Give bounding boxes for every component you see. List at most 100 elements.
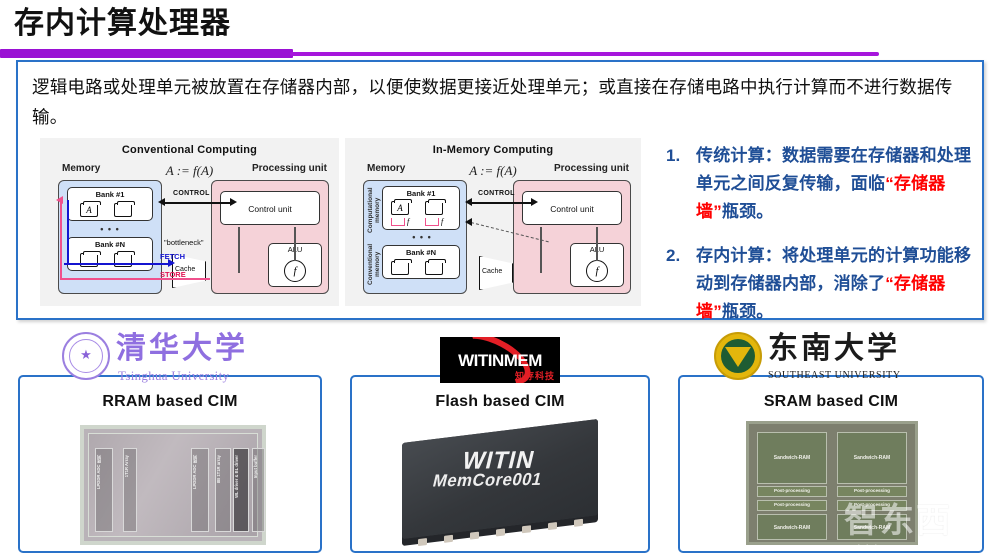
bottleneck-label: "bottleneck" [164,238,204,247]
pu-arrow-right [294,227,296,261]
die-block-label: LPDDR ADC 阵列 [192,455,197,490]
bank-n-label: Bank #N [94,240,125,249]
imc-dashed-arrow [465,218,472,226]
bank-1: Bank #1 A f f [382,186,460,230]
bullet-text-pre: 传统计算：数据需要在存储器和处理单元之间反复传输，面临 [696,146,972,193]
panel-flash-based-cim: Flash based CIM WITIN MemCore001 [350,375,650,553]
memory-cell-a: A [391,199,412,215]
fn-symbol-2: f [441,217,444,226]
die-block: Sandwich-RAM [837,514,907,540]
bank-ellipsis: • • • [100,224,120,234]
logo-name-en: Tsinghua University [118,368,230,383]
fn-link-2 [425,218,439,226]
control-bus-label: CONTROL [173,190,210,197]
die-block: Sandwich-RAM [757,514,827,540]
panel-title: SRAM based CIM [763,393,899,410]
pu-arrow-right [596,227,598,261]
panel-title: RRAM based CIM [102,393,238,410]
alu-function-symbol: f [284,260,306,282]
rram-die-photo: LPDDR ADC 阵列 1T1R Array LPDDR ADC 阵列 8B … [80,425,266,545]
store-return-path [60,200,62,280]
die-block-label: Sandwich-RAM [853,455,891,461]
memory-cell [391,259,412,275]
control-bus-arrow-right [230,198,237,206]
seu-seal-icon [714,332,762,380]
chip-top-face: WITIN MemCore001 [402,418,598,540]
memory-cell [114,201,135,217]
star-icon: ★ [80,347,92,363]
die-block-label: 8B 1T1R array [216,455,221,484]
control-unit-box: Control unit [522,191,622,225]
die-block: LPDDR ADC 阵列 [191,448,209,532]
formula-label: A := f(A) [469,163,517,178]
processing-unit-block: Control unit ALU f [211,180,329,294]
content-panel: 逻辑电路或处理单元被放置在存储器内部，以便使数据更接近处理单元；或直接在存储电路… [16,60,984,321]
control-bus-arrow-right [531,198,538,206]
conventional-memory-label: Conventional memory [367,243,381,285]
chip-model-text: MemCore001 [430,469,545,491]
fn-link-1 [391,218,405,226]
die-block: Sandwich-RAM [757,432,827,484]
witin-chip-photo: WITIN MemCore001 [390,418,612,547]
processing-unit-label: Processing unit [251,163,327,174]
bank-n-label: Bank #N [405,248,436,257]
die-block-label: Sandwich-RAM [853,525,891,531]
lead-paragraph: 逻辑电路或处理单元被放置在存储器内部，以便使数据更接近处理单元；或直接在存储电路… [32,77,953,127]
diagram-conventional-computing: Conventional Computing Memory A := f(A) … [40,138,339,306]
panel-rram-based-cim: RRAM based CIM LPDDR ADC 阵列 1T1R Array L… [18,375,322,553]
memory-label: Memory [367,163,406,174]
bullet-number: 2. [666,246,681,265]
memory-cell [425,259,446,275]
memory-cell [425,199,446,215]
fetch-label: FETCH [160,252,185,261]
cache-block: Cache [479,256,513,290]
bullet-text-post: 瓶颈。 [721,302,774,321]
title-underline-thin [290,52,879,56]
die-surface: LPDDR ADC 阵列 1T1R Array LPDDR ADC 阵列 8B … [88,433,265,537]
store-bus [60,278,210,280]
formula-label: A := f(A) [165,163,214,178]
diagram-title: In-Memory Computing [432,144,554,156]
store-arrow [56,196,63,204]
die-block-label: Post-processing [774,502,810,507]
die-block: 8B 1T1R array [215,448,231,532]
list-item: 1. 传统计算：数据需要在存储器和处理单元之间反复传输，面临“存储器墙”瓶颈。 [666,142,978,226]
die-block: Input buffer [252,448,265,532]
chip-pin [548,522,557,531]
die-block-label: Input buffer [253,455,258,479]
bullet-text: 传统计算：数据需要在存储器和处理单元之间反复传输，面临“存储器墙”瓶颈。 [696,142,978,226]
panel-sram-based-cim: SRAM based CIM Sandwich-RAM Sandwich-RAM… [678,375,984,553]
die-block: Sandwich-RAM [837,432,907,484]
title-underline-thick [0,49,293,58]
die-block-label: 1T1R Array [124,455,129,478]
memory-block: Computational memory Conventional memory… [363,180,467,294]
control-bus [471,202,533,204]
alu-function-symbol: f [586,260,608,282]
chip-pin [496,528,505,537]
chip-pin [522,525,531,534]
fetch-return-path [67,200,69,265]
bullet-list: 1. 传统计算：数据需要在存储器和处理单元之间反复传输，面临“存储器墙”瓶颈。 … [666,142,978,342]
panel-title: Flash based CIM [435,393,565,410]
die-block-label: WL driver & BL driver [234,455,239,498]
witin-logo-box: WITINMEM 知存科技 [440,337,560,383]
die-postproc-block: Post-processing [757,500,827,511]
memory-cell-a: A [80,201,101,217]
bullet-highlight: “存储器墙” [696,274,946,321]
computational-memory-label: Computational memory [367,187,381,233]
tsinghua-seal-icon: ★ [62,332,110,380]
logo-southeast-university: 东南大学 SOUTHEAST UNIVERSITY [712,331,924,388]
chip-pin [574,518,583,527]
logo-name-cn: 知存科技 [514,371,555,381]
bank-ellipsis: • • • [412,232,432,242]
logo-name-cn: 清华大学 [116,331,248,366]
logo-name-cn: 东南大学 [768,331,900,366]
memory-block: Bank #1 A • • • Bank #N [58,180,162,294]
page-title: 存内计算处理器 [14,7,231,40]
die-postproc-block: Post-processing [837,500,907,511]
bank-n: Bank #N [382,245,460,279]
die-postproc-block: Post-processing [837,486,907,497]
chip-pin [444,534,453,543]
chip-pin [470,531,479,540]
control-bus-arrow-left [158,198,165,206]
